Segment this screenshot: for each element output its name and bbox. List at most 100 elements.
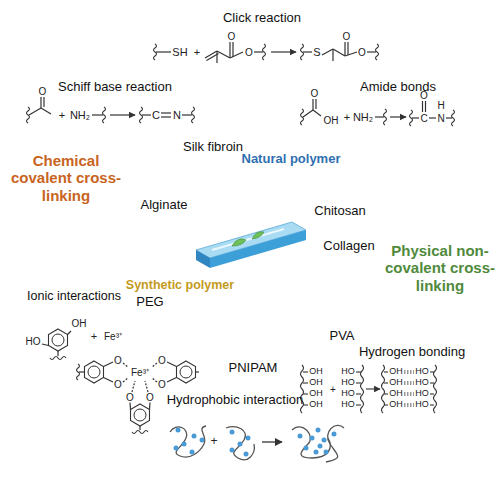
ionic-formula-part (139, 426, 140, 430)
hydrogel-device-part (210, 230, 306, 268)
hydrogen-formula-part (430, 393, 434, 394)
item-text: Chemical covalent cross-linking (10, 152, 122, 204)
click-formula-part (205, 51, 217, 58)
hydrophobic-art (170, 425, 344, 462)
formula-label: + (210, 435, 217, 448)
ionic-formula-part (85, 361, 104, 383)
click-formula-part (232, 42, 233, 57)
formula-label: OH (389, 389, 403, 399)
hydrophobic-art-part-part (246, 436, 251, 441)
click-formula-part (216, 51, 217, 63)
ionic-formula-part (131, 404, 150, 426)
formula-label: O (114, 379, 122, 390)
ionic-formula-part (49, 329, 68, 351)
click-formula-part (263, 44, 266, 60)
hydrogen-formula-part-part (404, 392, 414, 393)
hydrogen-formula-part (384, 393, 388, 394)
hydrogen-formula-part-part (404, 403, 414, 404)
hydrophobic-art-part-part (176, 428, 181, 433)
formula-label: O (245, 47, 253, 58)
hydrophobic-art-part-part (262, 441, 282, 442)
hydrogen-formula-part-part (404, 381, 414, 382)
amide-formula-part (315, 99, 316, 109)
item-text: Hydrophobic interaction (167, 393, 304, 408)
schiff-formula-part (41, 108, 51, 114)
formula-label: O (114, 355, 122, 366)
formula-label: OH (309, 367, 323, 377)
hydrogen-formula-part (430, 382, 434, 383)
sector-fill (117, 117, 383, 275)
formula-label: OH (389, 400, 403, 410)
formula-label: HO (415, 400, 429, 410)
formula-label: OH (72, 318, 87, 329)
formula-label: S (313, 46, 320, 58)
formula-label: NH₂ (353, 111, 373, 123)
item-text: PNIPAM (229, 361, 278, 376)
hydrogen-formula-part (303, 371, 308, 372)
formula-label: Fe³⁺ (131, 367, 149, 378)
formula-label: O (311, 88, 319, 99)
amide-formula-part (375, 116, 384, 117)
hydrogen-formula-part (356, 404, 361, 405)
click-formula-part (303, 51, 312, 52)
amide-formula-part (390, 116, 406, 117)
click-formula-part (347, 42, 348, 55)
ionic-formula-part (79, 371, 85, 372)
formula-label: H (437, 100, 444, 111)
click-formula-part (156, 51, 171, 52)
amide-formula-part (384, 109, 387, 125)
formula-label: + (344, 111, 350, 123)
schiff-formula-part (43, 97, 44, 107)
hydrogen-formula-part (303, 382, 308, 383)
formula-label: OH (309, 378, 323, 388)
formula-label: N (437, 113, 444, 124)
category-title: Natural polymer (242, 152, 341, 167)
amide-formula-part (313, 110, 321, 116)
amide-formula-part (429, 117, 436, 118)
hydrophobic-art-part-part (238, 442, 243, 447)
amide-formula-part (422, 101, 423, 112)
formula-label: HO (341, 378, 355, 388)
sector-fill (4, 206, 496, 496)
ionic-formula-part (149, 403, 151, 410)
formula-label: O (158, 379, 166, 390)
hydrogen-formula-part-part (404, 370, 414, 371)
hydrogen-formula-part (356, 371, 361, 372)
click-formula-part (271, 51, 296, 52)
hydrogen-formula-part (356, 382, 361, 383)
formula-label: C (152, 109, 160, 121)
formula-label: O (343, 31, 351, 42)
hydrogen-formula-part-part (404, 383, 414, 384)
hydrogen-formula-part (430, 404, 434, 405)
ionic-formula-part (77, 364, 80, 380)
hydrogen-formula-part-part (404, 372, 414, 373)
hydrophobic-art-part-part (200, 438, 205, 443)
hydrogen-formula-part (434, 365, 437, 413)
formula-label: + (59, 109, 65, 121)
ionic-formula-part (104, 378, 114, 383)
schiff-formula-part (40, 97, 41, 108)
hydrophobic-art-part-part (174, 446, 179, 451)
hydrogen-formula-part (366, 388, 380, 389)
click-formula-part (376, 44, 379, 60)
hydrogen-formula-part (303, 404, 308, 405)
item-text: Click reaction (223, 11, 301, 26)
hydrophobic-art-part-part (230, 430, 235, 435)
ionic-formula-part-part (145, 381, 148, 392)
ionic-formula-part-part (132, 381, 135, 392)
hydrophobic-art-part-part (332, 432, 337, 437)
hydrogel-device-part (212, 229, 284, 250)
hydrogen-formula-part (404, 371, 414, 406)
formula-label: HO (26, 336, 41, 347)
hydrophobic-art-part-part (190, 450, 195, 455)
ionic-formula-part (57, 351, 58, 356)
schiff-formula-part (110, 114, 135, 115)
amide-formula-part (303, 110, 313, 117)
click-formula-part (229, 42, 230, 58)
hydrogen-formula-part (303, 393, 308, 394)
ionic-formula-part (167, 362, 177, 367)
formula-label: O (228, 31, 236, 42)
ionic-formula-part (129, 403, 131, 410)
hydrogen-formula-part-part (404, 394, 414, 395)
click-formula-part (367, 51, 376, 52)
